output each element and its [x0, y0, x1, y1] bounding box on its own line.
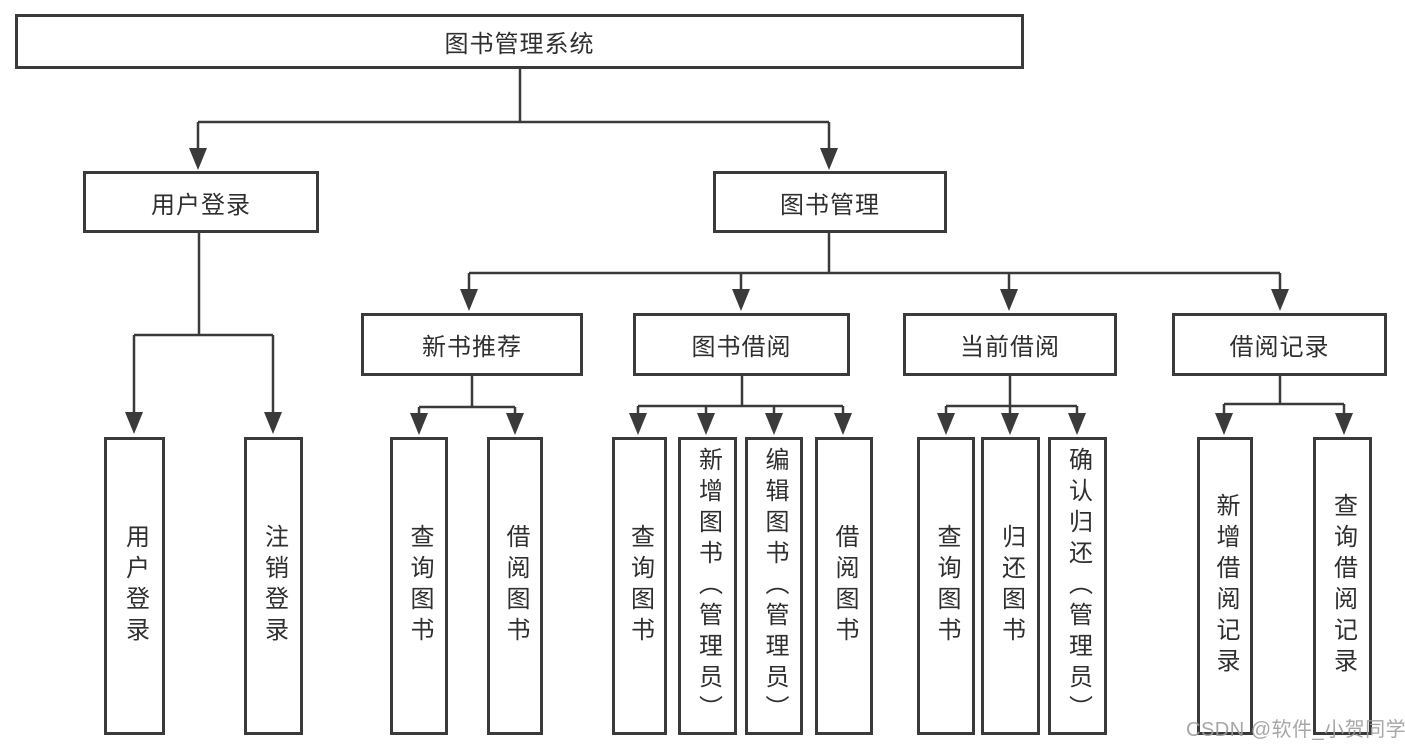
node-borrowing-records: 借阅记录 — [1172, 313, 1387, 376]
connector-new-book-recommend-children — [410, 376, 524, 435]
connector-borrowing-records-children — [1215, 376, 1353, 435]
csdn-watermark: CSDN @软件_小贺同学 — [1186, 719, 1405, 741]
leaf-logout: 注销登录 — [244, 437, 303, 735]
leaf-cb-confirm-return-admin: 确认归还（管理员） — [1048, 437, 1107, 735]
node-current-borrowing: 当前借阅 — [903, 313, 1117, 376]
node-new-book-recommend: 新书推荐 — [361, 313, 583, 376]
leaf-cb-return-books: 归还图书 — [981, 437, 1040, 735]
leaf-br-query-record: 查询借阅记录 — [1313, 437, 1372, 735]
connector-root-to-level2 — [189, 68, 838, 170]
leaf-bb-query-books: 查询图书 — [612, 437, 667, 735]
node-user-login: 用户登录 — [83, 171, 319, 233]
leaf-bb-edit-books-admin: 编辑图书（管理员） — [745, 437, 803, 735]
leaf-cb-query-books: 查询图书 — [917, 437, 975, 735]
leaf-bb-add-books-admin: 新增图书（管理员） — [678, 437, 737, 735]
node-book-borrowing: 图书借阅 — [633, 313, 850, 376]
connector-book-borrowing-children — [629, 376, 852, 435]
connector-book-management-children — [460, 233, 1289, 311]
node-root-system: 图书管理系统 — [15, 14, 1024, 69]
connector-current-borrowing-children — [937, 376, 1086, 435]
leaf-user-login: 用户登录 — [104, 437, 165, 735]
leaf-bb-borrow-books: 借阅图书 — [815, 437, 873, 735]
connector-user-login-children — [125, 233, 282, 434]
leaf-br-add-record: 新增借阅记录 — [1197, 437, 1253, 735]
leaf-nbr-query-books: 查询图书 — [390, 437, 448, 735]
leaf-nbr-borrow-books: 借阅图书 — [487, 437, 543, 735]
node-book-management: 图书管理 — [713, 171, 947, 233]
